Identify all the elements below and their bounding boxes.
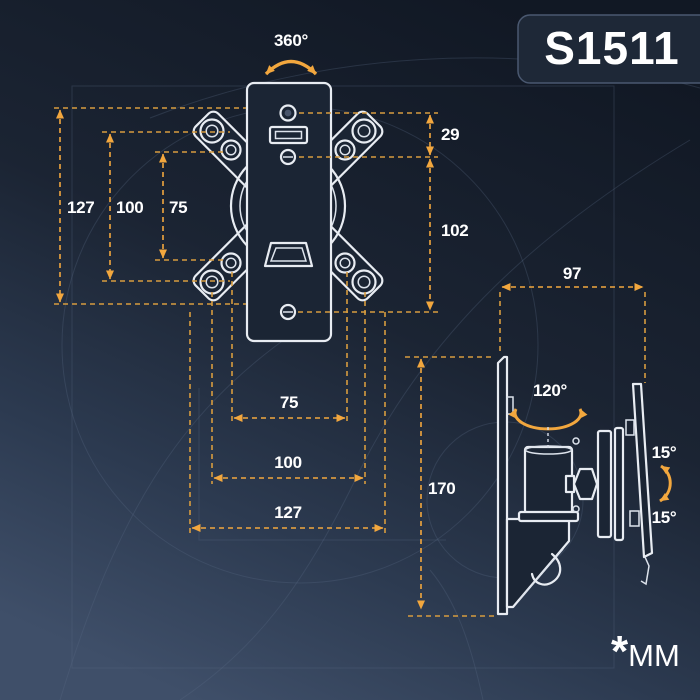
dim-right-29: 29 [441,125,459,144]
swivel-label: 120° [533,381,567,400]
side-wall-plate-foot [640,556,650,586]
side-cylinder-flange [517,510,580,523]
front-dimensions: 127 100 75 29 102 75 100 127 [56,109,469,532]
side-monitor-plate [496,355,509,616]
front-extension-lines [54,107,438,534]
vesa-inner-holes [220,139,356,274]
dim-left-127: 127 [67,198,94,217]
side-wall-bracket [596,429,613,539]
model-badge: S1511 [517,14,700,84]
model-number: S1511 [544,22,679,74]
side-dimensions: 97 170 [417,264,644,610]
side-view [496,355,654,616]
side-hook [530,552,562,586]
front-view [192,81,384,343]
swivel-annotation: 120° [508,381,588,448]
side-screw-bottom [572,505,580,513]
side-wall-plate [631,382,654,559]
plate-top-hole [279,104,297,122]
units-note: *MM [611,627,680,676]
dim-left-100: 100 [116,198,143,217]
plate-trapezoid-slot [263,241,314,268]
side-wall-plate-clip-top [625,419,635,436]
tilt-down-label: 15° [652,508,677,527]
dim-bottom-100: 100 [274,453,301,472]
center-plate [245,81,333,343]
dim-side-170: 170 [428,479,455,498]
side-extension-lines [405,292,646,617]
plate-slot-inner [274,130,303,140]
model-badge-frame [517,14,700,84]
units-asterisk: * [611,627,629,676]
side-connector-stub [564,474,576,494]
dim-right-102: 102 [441,221,468,240]
side-wall-plate-clip-bottom [629,510,640,527]
rotation-label: 360° [274,31,308,50]
dim-side-97: 97 [563,264,581,283]
plate-top-hole-center [284,109,292,117]
tilt-up-label: 15° [652,443,677,462]
vesa-outer-holes [199,118,377,295]
rotation-arrow-icon [264,59,318,76]
tilt-annotation: 15° 15° [652,443,678,527]
rotation-annotation: 360° [264,31,318,76]
dim-bottom-75: 75 [280,393,298,412]
units-text: MM [628,638,680,673]
side-hex-knob [572,467,599,501]
dim-bottom-127: 127 [274,503,301,522]
center-plate-details [263,104,314,321]
tilt-arrow-icon [659,464,672,503]
dim-left-75: 75 [169,198,187,217]
side-screw-top [572,437,580,445]
side-wall-bracket-2 [613,426,625,542]
